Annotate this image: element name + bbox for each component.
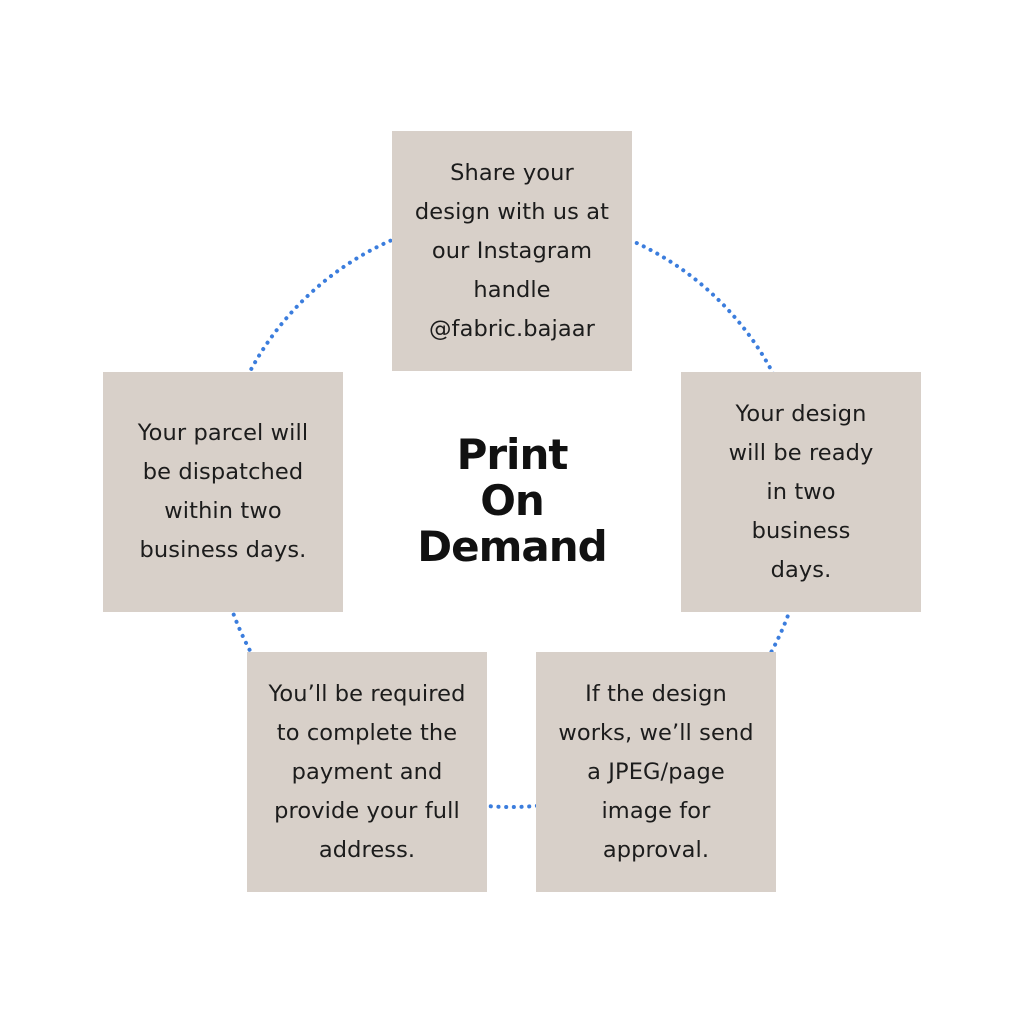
diagram-title: Print On Demand [417, 430, 607, 571]
step-box-payment: You’ll be required to complete the payme… [247, 652, 487, 892]
step-text-approval: If the design works, we’ll send a JPEG/p… [558, 680, 754, 863]
step-text-dispatch: Your parcel will be dispatched within tw… [137, 420, 309, 563]
step-text-share-design: Share your design with us at our Instagr… [414, 159, 610, 342]
step-box-dispatch: Your parcel will be dispatched within tw… [103, 372, 343, 612]
step-text-payment: You’ll be required to complete the payme… [268, 680, 466, 863]
step-box-design-ready: Your design will be ready in two busines… [681, 372, 921, 612]
step-box-approval: If the design works, we’ll send a JPEG/p… [536, 652, 776, 892]
step-box-share-design: Share your design with us at our Instagr… [392, 131, 632, 371]
step-text-design-ready: Your design will be ready in two busines… [728, 400, 874, 583]
